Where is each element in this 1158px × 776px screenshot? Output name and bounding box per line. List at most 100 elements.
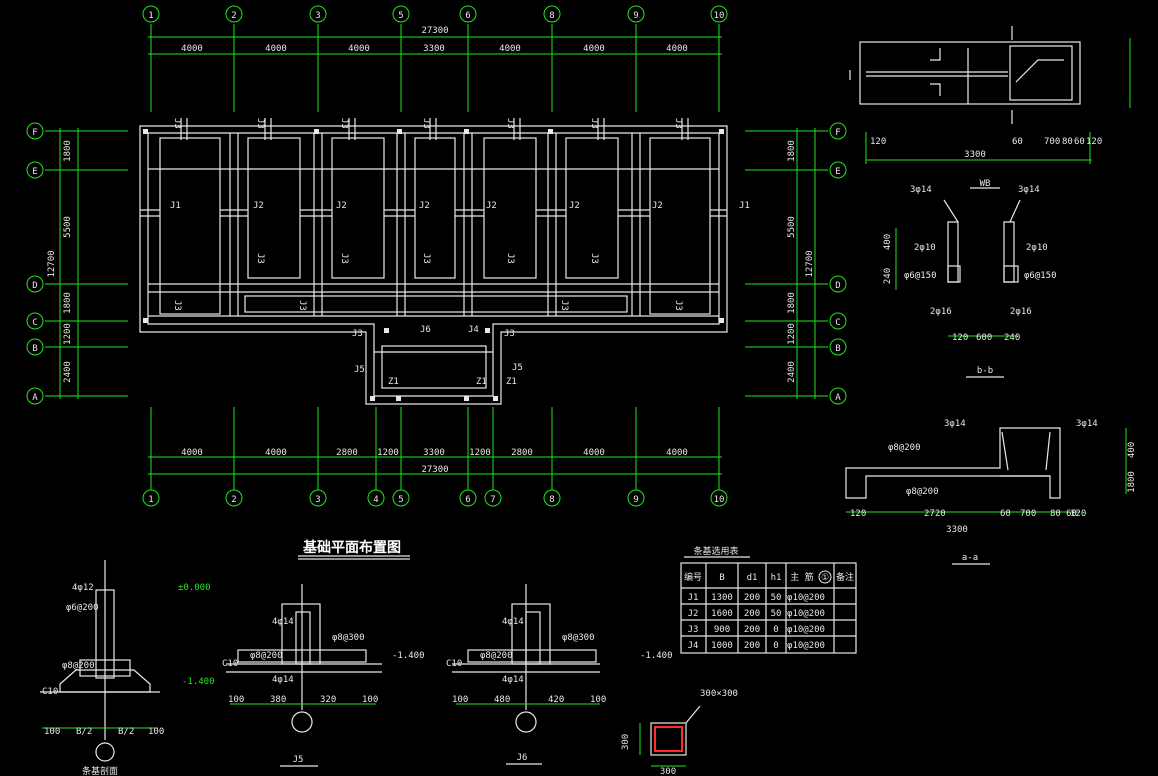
svg-text:Z1: Z1 — [388, 377, 399, 387]
svg-text:φ8@200: φ8@200 — [888, 443, 921, 453]
svg-text:D: D — [835, 281, 840, 291]
svg-text:J3: J3 — [339, 253, 349, 264]
svg-text:6: 6 — [465, 495, 470, 505]
svg-text:2800: 2800 — [511, 448, 533, 458]
svg-text:φ6@200: φ6@200 — [66, 603, 99, 613]
svg-text:φ8@200: φ8@200 — [480, 651, 513, 661]
svg-text:1800: 1800 — [1127, 471, 1137, 493]
dimensions-top: 27300 4000 4000 4000 3300 4000 4000 4000 — [181, 26, 688, 54]
svg-text:300: 300 — [660, 767, 676, 776]
svg-text:F: F — [32, 128, 37, 138]
plan-label-j2: J2 — [486, 201, 497, 211]
svg-text:B: B — [32, 344, 37, 354]
j5-section: 4φ14 φ8@300 φ8@200 4φ14 C10 -1.400 100 3… — [222, 584, 425, 767]
svg-text:4φ14: 4φ14 — [272, 617, 294, 627]
svg-text:4000: 4000 — [666, 448, 688, 458]
dimensions-right: 1800 5500 1800 1200 2400 12700 — [787, 140, 815, 383]
bb-section: WB 3φ14 3φ14 2φ10 2φ10 φ6@150 φ6@150 2φ1… — [883, 179, 1057, 378]
svg-text:2400: 2400 — [63, 361, 73, 383]
svg-text:4000: 4000 — [348, 44, 370, 54]
svg-text:Z1: Z1 — [476, 377, 487, 387]
table-header: ① — [821, 573, 829, 583]
column-section: 300×300 300 300 — [621, 689, 738, 776]
table-header: B — [719, 573, 724, 583]
axis-bubbles-right: F E D C B A — [829, 122, 847, 405]
svg-text:1200: 1200 — [787, 323, 797, 345]
column-rebar-outline — [654, 726, 683, 752]
svg-text:F: F — [835, 128, 840, 138]
svg-text:2400: 2400 — [787, 361, 797, 383]
table-cell: φ10@200 — [787, 609, 825, 619]
svg-text:4φ14: 4φ14 — [502, 617, 524, 627]
svg-text:240: 240 — [1004, 333, 1020, 343]
svg-text:J3: J3 — [172, 118, 182, 129]
strip-title: 条基剖面 — [82, 765, 118, 776]
svg-text:120: 120 — [870, 137, 886, 147]
wb-plan-detail: 3300 120 60 700 80 60 120 — [849, 26, 1131, 164]
svg-text:2720: 2720 — [924, 509, 946, 519]
svg-text:1200: 1200 — [377, 448, 399, 458]
j6-title: J6 — [517, 753, 528, 763]
svg-text:4000: 4000 — [181, 448, 203, 458]
svg-text:4φ14: 4φ14 — [502, 675, 524, 685]
svg-text:J3: J3 — [421, 253, 431, 264]
svg-text:80: 80 — [1050, 509, 1061, 519]
svg-text:B: B — [835, 344, 840, 354]
svg-text:J3: J3 — [172, 300, 182, 311]
svg-text:D: D — [32, 281, 37, 291]
svg-text:J3: J3 — [505, 253, 515, 264]
plan-joint-markers — [143, 129, 724, 401]
svg-text:J3: J3 — [297, 300, 307, 311]
svg-text:10: 10 — [714, 11, 725, 21]
svg-text:4000: 4000 — [265, 44, 287, 54]
svg-text:100: 100 — [148, 727, 164, 737]
svg-text:600: 600 — [976, 333, 992, 343]
plan-label-j1: J1 — [739, 201, 750, 211]
svg-text:480: 480 — [494, 695, 510, 705]
plan-label-j1: J1 — [170, 201, 181, 211]
svg-text:-1.400: -1.400 — [182, 677, 215, 687]
svg-text:100: 100 — [44, 727, 60, 737]
svg-text:100: 100 — [590, 695, 606, 705]
plan-footings — [159, 137, 711, 315]
svg-text:5500: 5500 — [63, 216, 73, 238]
svg-text:60: 60 — [1000, 509, 1011, 519]
svg-text:9: 9 — [633, 495, 638, 505]
svg-text:3300: 3300 — [946, 525, 968, 535]
axis-bubbles-top: 1 2 3 5 6 8 9 10 — [142, 5, 728, 23]
table-cell: φ10@200 — [787, 641, 825, 651]
svg-text:2800: 2800 — [336, 448, 358, 458]
table-header: 编号 — [684, 571, 702, 583]
svg-text:100: 100 — [228, 695, 244, 705]
axis-grid: 1 2 3 5 6 8 9 10 1 2 3 4 5 6 7 8 9 10 F … — [26, 5, 847, 507]
table-cell: 0 — [773, 641, 778, 651]
table-cell: 50 — [771, 609, 782, 619]
axis-bubbles-left: F E D C B A — [26, 122, 44, 405]
svg-text:1: 1 — [148, 11, 153, 21]
svg-text:400: 400 — [1127, 442, 1137, 458]
svg-text:4φ12: 4φ12 — [72, 583, 94, 593]
svg-text:120: 120 — [850, 509, 866, 519]
svg-text:120: 120 — [952, 333, 968, 343]
svg-text:3300: 3300 — [423, 448, 445, 458]
svg-text:8: 8 — [549, 495, 554, 505]
svg-text:420: 420 — [548, 695, 564, 705]
table-cell: 1000 — [711, 641, 733, 651]
table-cell: J2 — [688, 609, 699, 619]
bb-title: b-b — [977, 366, 993, 376]
svg-text:1800: 1800 — [787, 140, 797, 162]
svg-text:3300: 3300 — [423, 44, 445, 54]
table-cell: 200 — [744, 641, 760, 651]
svg-text:4000: 4000 — [265, 448, 287, 458]
svg-text:300×300: 300×300 — [700, 689, 738, 699]
schedule-table: 条基选用表 编号 B d1 h1 主 筋 ① 备注 J1 1300 200 50… — [680, 545, 857, 654]
svg-text:φ8@200: φ8@200 — [250, 651, 283, 661]
table-header: 备注 — [836, 571, 854, 583]
plan-labels: J1 J2 J2 J2 J2 J2 J2 J1 J3 J3 J3 J3 J3 J… — [170, 118, 750, 387]
svg-text:J3: J3 — [505, 118, 515, 129]
table-cell: 0 — [773, 625, 778, 635]
svg-text:240: 240 — [883, 268, 893, 284]
svg-text:B/2: B/2 — [118, 727, 134, 737]
table-cell: 1300 — [711, 593, 733, 603]
svg-text:3φ14: 3φ14 — [1018, 185, 1040, 195]
